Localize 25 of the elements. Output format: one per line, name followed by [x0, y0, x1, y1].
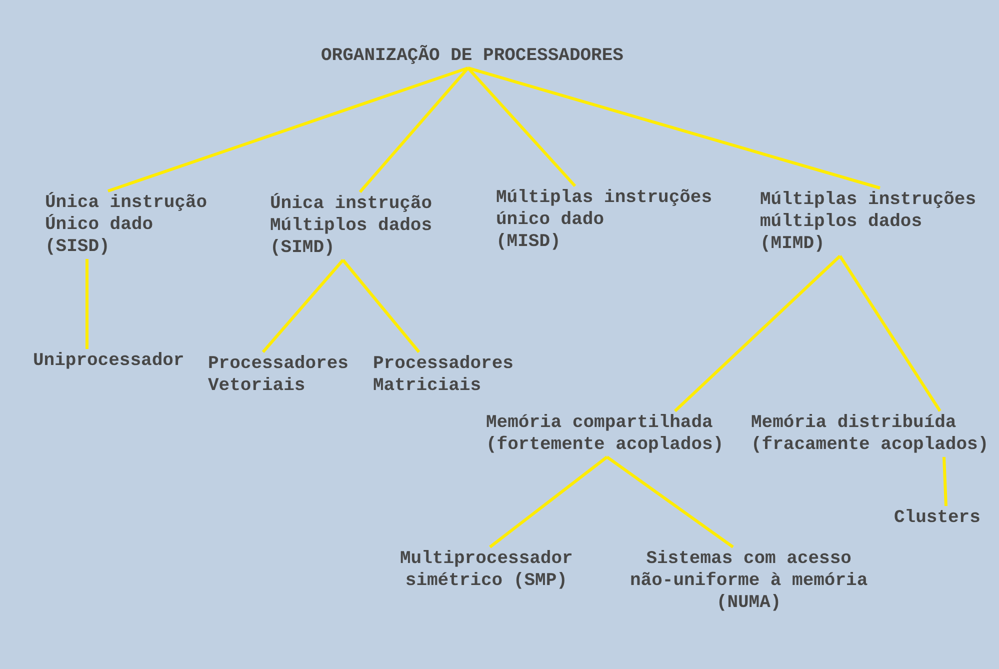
category-label: Uniprocessador	[33, 350, 184, 372]
category-label: Única instrução Múltiplos dados (SIMD)	[270, 193, 432, 259]
category-label: Processadores Vetoriais	[208, 353, 348, 397]
category-label: ORGANIZAÇÃO DE PROCESSADORES	[321, 45, 624, 67]
category-label: Processadores Matriciais	[373, 353, 514, 397]
connector-line	[468, 66, 880, 190]
category-label: Memória compartilhada (fortemente acoplados)	[486, 412, 724, 456]
connector-line	[489, 456, 608, 548]
category-label: Múltiplas instruções múltiplos dados (MIMD)	[760, 189, 976, 255]
connector-line	[674, 254, 842, 412]
connector-line	[108, 66, 468, 192]
connector-line	[838, 255, 942, 412]
category-label: Memória distribuída (fracamente acoplados)	[751, 412, 989, 456]
category-label: Múltiplas instruções único dado (MISD)	[496, 187, 712, 253]
connector-line	[606, 456, 734, 548]
connector-line	[262, 259, 344, 353]
category-label: Clusters	[894, 507, 980, 529]
connector-line	[466, 67, 576, 187]
connector-line	[358, 67, 470, 193]
connector-line	[86, 259, 88, 349]
category-label: Sistemas com acesso não-uniforme à memória (NUMA)	[630, 548, 868, 614]
connector-line	[942, 456, 948, 506]
connector-line	[342, 259, 420, 353]
category-label: Multiprocessador simétrico (SMP)	[400, 548, 573, 592]
category-label: Única instrução Único dado (SISD)	[45, 192, 208, 258]
